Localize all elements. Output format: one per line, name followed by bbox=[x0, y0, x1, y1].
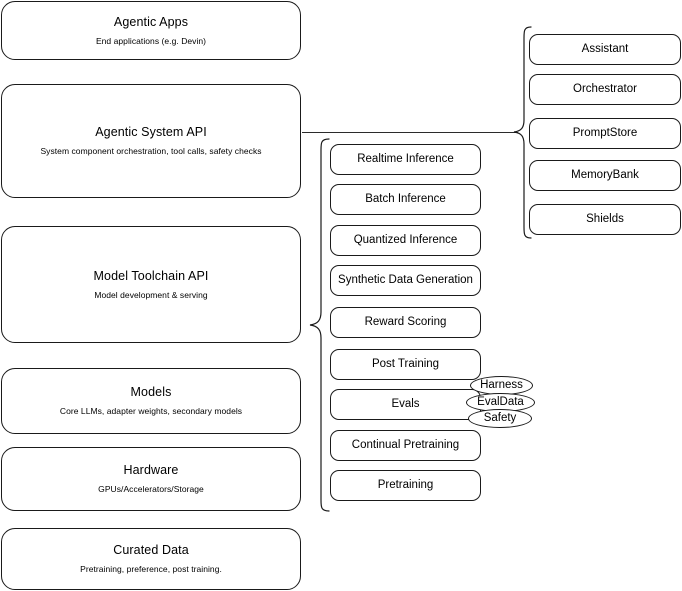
layer-curated-data[interactable]: Curated Data Pretraining, preference, po… bbox=[1, 528, 301, 590]
component-label: PromptStore bbox=[572, 127, 638, 140]
component-promptstore[interactable]: PromptStore bbox=[529, 118, 681, 149]
eval-chip-label: Harness bbox=[480, 378, 523, 391]
capability-label: Reward Scoring bbox=[364, 316, 447, 329]
layer-subtitle: End applications (e.g. Devin) bbox=[95, 35, 207, 46]
layer-hardware[interactable]: Hardware GPUs/Accelerators/Storage bbox=[1, 447, 301, 511]
layer-agentic-system-api[interactable]: Agentic System API System component orch… bbox=[1, 84, 301, 198]
layer-subtitle: Pretraining, preference, post training. bbox=[80, 564, 222, 574]
component-memorybank[interactable]: MemoryBank bbox=[529, 160, 681, 191]
layer-subtitle: GPUs/Accelerators/Storage bbox=[98, 484, 204, 494]
connector-agentic-system-api-to-components bbox=[302, 132, 518, 133]
component-shields[interactable]: Shields bbox=[529, 204, 681, 235]
layer-title: Agentic System API bbox=[95, 125, 207, 140]
capability-synthetic-data-generation[interactable]: Synthetic Data Generation bbox=[330, 265, 481, 296]
capability-pretraining[interactable]: Pretraining bbox=[330, 470, 481, 501]
capability-evals[interactable]: Evals bbox=[330, 389, 481, 420]
capability-label: Evals bbox=[391, 398, 420, 411]
layer-title: Model Toolchain API bbox=[93, 268, 209, 283]
capability-label: Realtime Inference bbox=[357, 153, 454, 166]
eval-chip-label: EvalData bbox=[477, 395, 524, 408]
capability-label: Quantized Inference bbox=[353, 234, 458, 247]
component-label: Assistant bbox=[581, 43, 629, 56]
capability-label: Continual Pretraining bbox=[351, 439, 460, 452]
capability-post-training[interactable]: Post Training bbox=[330, 349, 481, 380]
eval-chip-safety[interactable]: Safety bbox=[468, 409, 532, 428]
capability-realtime-inference[interactable]: Realtime Inference bbox=[330, 144, 481, 175]
layer-title: Models bbox=[130, 385, 172, 400]
capability-continual-pretraining[interactable]: Continual Pretraining bbox=[330, 430, 481, 461]
capability-reward-scoring[interactable]: Reward Scoring bbox=[330, 307, 481, 338]
layer-title: Agentic Apps bbox=[113, 14, 189, 29]
component-orchestrator[interactable]: Orchestrator bbox=[529, 74, 681, 105]
capability-label: Batch Inference bbox=[365, 193, 446, 206]
layer-model-toolchain-api[interactable]: Model Toolchain API Model development & … bbox=[1, 226, 301, 343]
layer-title: Hardware bbox=[123, 463, 179, 478]
capability-label: Pretraining bbox=[377, 479, 434, 492]
component-label: Orchestrator bbox=[573, 83, 637, 96]
component-label: Shields bbox=[586, 213, 624, 226]
layer-subtitle: Core LLMs, adapter weights, secondary mo… bbox=[59, 406, 243, 416]
component-label: MemoryBank bbox=[571, 169, 639, 182]
eval-chip-label: Safety bbox=[483, 411, 517, 424]
brace-toolchain-capabilities bbox=[308, 138, 330, 512]
layer-subtitle: System component orchestration, tool cal… bbox=[40, 146, 262, 156]
component-assistant[interactable]: Assistant bbox=[529, 34, 681, 65]
capability-batch-inference[interactable]: Batch Inference bbox=[330, 184, 481, 215]
capability-label: Synthetic Data Generation bbox=[338, 274, 473, 287]
layer-models[interactable]: Models Core LLMs, adapter weights, secon… bbox=[1, 368, 301, 434]
capability-label: Post Training bbox=[371, 358, 440, 371]
capability-quantized-inference[interactable]: Quantized Inference bbox=[330, 225, 481, 256]
layer-title: Curated Data bbox=[113, 543, 189, 558]
layer-subtitle: Model development & serving bbox=[94, 289, 208, 300]
layer-agentic-apps[interactable]: Agentic Apps End applications (e.g. Devi… bbox=[1, 1, 301, 60]
